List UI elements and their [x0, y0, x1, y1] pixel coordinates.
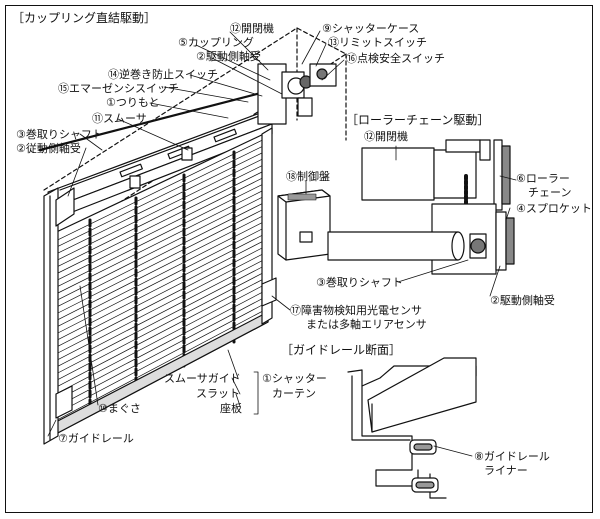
label-opener: ⑫開閉機 [230, 21, 274, 35]
labels: ［カップリング直結駆動］ ［ローラーチェーン駆動］ ［ガイドレール断面］ ⑫開閉… [12, 11, 592, 477]
section-coupling-title: ［カップリング直結駆動］ [12, 11, 156, 25]
label-coupling: ⑤カップリング [178, 35, 254, 49]
label-shutter-case: ⑨シャッターケース [322, 22, 419, 35]
label-rc-drive-bearing: ②駆動側軸受 [490, 293, 555, 307]
label-rc-winding-shaft: ③巻取りシャフト [316, 276, 403, 289]
slat-line [51, 182, 267, 290]
label-inspection-switch: ⑯点検安全スイッチ [346, 51, 445, 65]
label-winding-shaft: ③巻取りシャフト [16, 128, 103, 141]
slat-line [51, 169, 267, 277]
label-reverse-stop-switch: ⑭逆巻き防止スイッチ [108, 67, 218, 81]
slat-line [51, 194, 267, 304]
label-magusa: ⑩まぐさ [98, 402, 141, 415]
label-tsurimoto: ①つりもと [106, 96, 160, 109]
slat-line [51, 264, 267, 377]
label-drive-bearing: ②駆動側軸受 [196, 49, 261, 63]
slat-line [51, 163, 267, 270]
slat-line [51, 188, 267, 297]
label-sensor-2: または多軸エリアセンサ [306, 317, 427, 331]
slat-line [51, 137, 267, 244]
label-driven-bearing: ②従動側軸受 [16, 141, 81, 155]
slat-line [51, 283, 267, 397]
slat-line [51, 239, 267, 350]
roller-chain-assembly [327, 139, 515, 275]
slat-line [51, 144, 267, 250]
slat-line [51, 308, 267, 424]
label-limit-switch: ⑬リミットスイッチ [328, 36, 427, 49]
slat-line [51, 258, 267, 370]
slat-line [51, 201, 267, 310]
slat-line [51, 220, 267, 330]
label-sprocket: ④スプロケット [516, 202, 592, 215]
guide-rail-left [43, 187, 75, 445]
section-guide-rail-title: ［ガイドレール断面］ [281, 342, 401, 357]
label-control-panel: ⑱制御盤 [286, 169, 330, 183]
label-rail-liner-2: ライナー [484, 464, 528, 477]
section-roller-chain-title: ［ローラーチェーン駆動］ [346, 113, 489, 127]
slat-line [51, 270, 267, 384]
slat-line [51, 296, 267, 410]
slat-line [51, 289, 267, 404]
coupling-motor [257, 63, 337, 125]
slat-line [51, 302, 267, 417]
guide-rail-section [347, 357, 477, 499]
label-curtain-2: カーテン [272, 387, 316, 400]
label-smoother-guide: スムーサガイド [164, 372, 241, 385]
label-roller-chain-2: チェーン [528, 186, 571, 199]
slat-line [51, 232, 267, 344]
leader-lines [47, 30, 517, 457]
label-rc-opener: ⑫開閉機 [364, 129, 408, 143]
label-sensor-1: ⑰障害物検知用光電センサ [290, 303, 422, 317]
label-bottom-bar: 座板 [220, 401, 242, 415]
slat-line [51, 213, 267, 324]
slat-line [51, 251, 267, 364]
label-slat: スラット [196, 387, 240, 400]
guide-rail-right [261, 127, 277, 325]
label-curtain-1: ①シャッター [262, 372, 327, 385]
slat-line [51, 207, 267, 317]
label-emergency-switch: ⑮エマーゼンシスイッチ [58, 82, 179, 95]
slat-line [51, 277, 267, 390]
outer-border [5, 5, 593, 513]
slat-line [51, 175, 267, 284]
control-panel [277, 189, 331, 261]
label-smoother: ⑪スムーサ [92, 112, 147, 125]
label-guide-rail: ⑦ガイドレール [58, 432, 134, 445]
shutter-curtain [47, 131, 269, 437]
slat-line [51, 150, 267, 257]
label-rail-liner-1: ⑧ガイドレール [474, 450, 550, 463]
slat-line [51, 156, 267, 264]
slat-line [51, 226, 267, 337]
label-roller-chain-1: ⑥ローラー [516, 172, 570, 185]
